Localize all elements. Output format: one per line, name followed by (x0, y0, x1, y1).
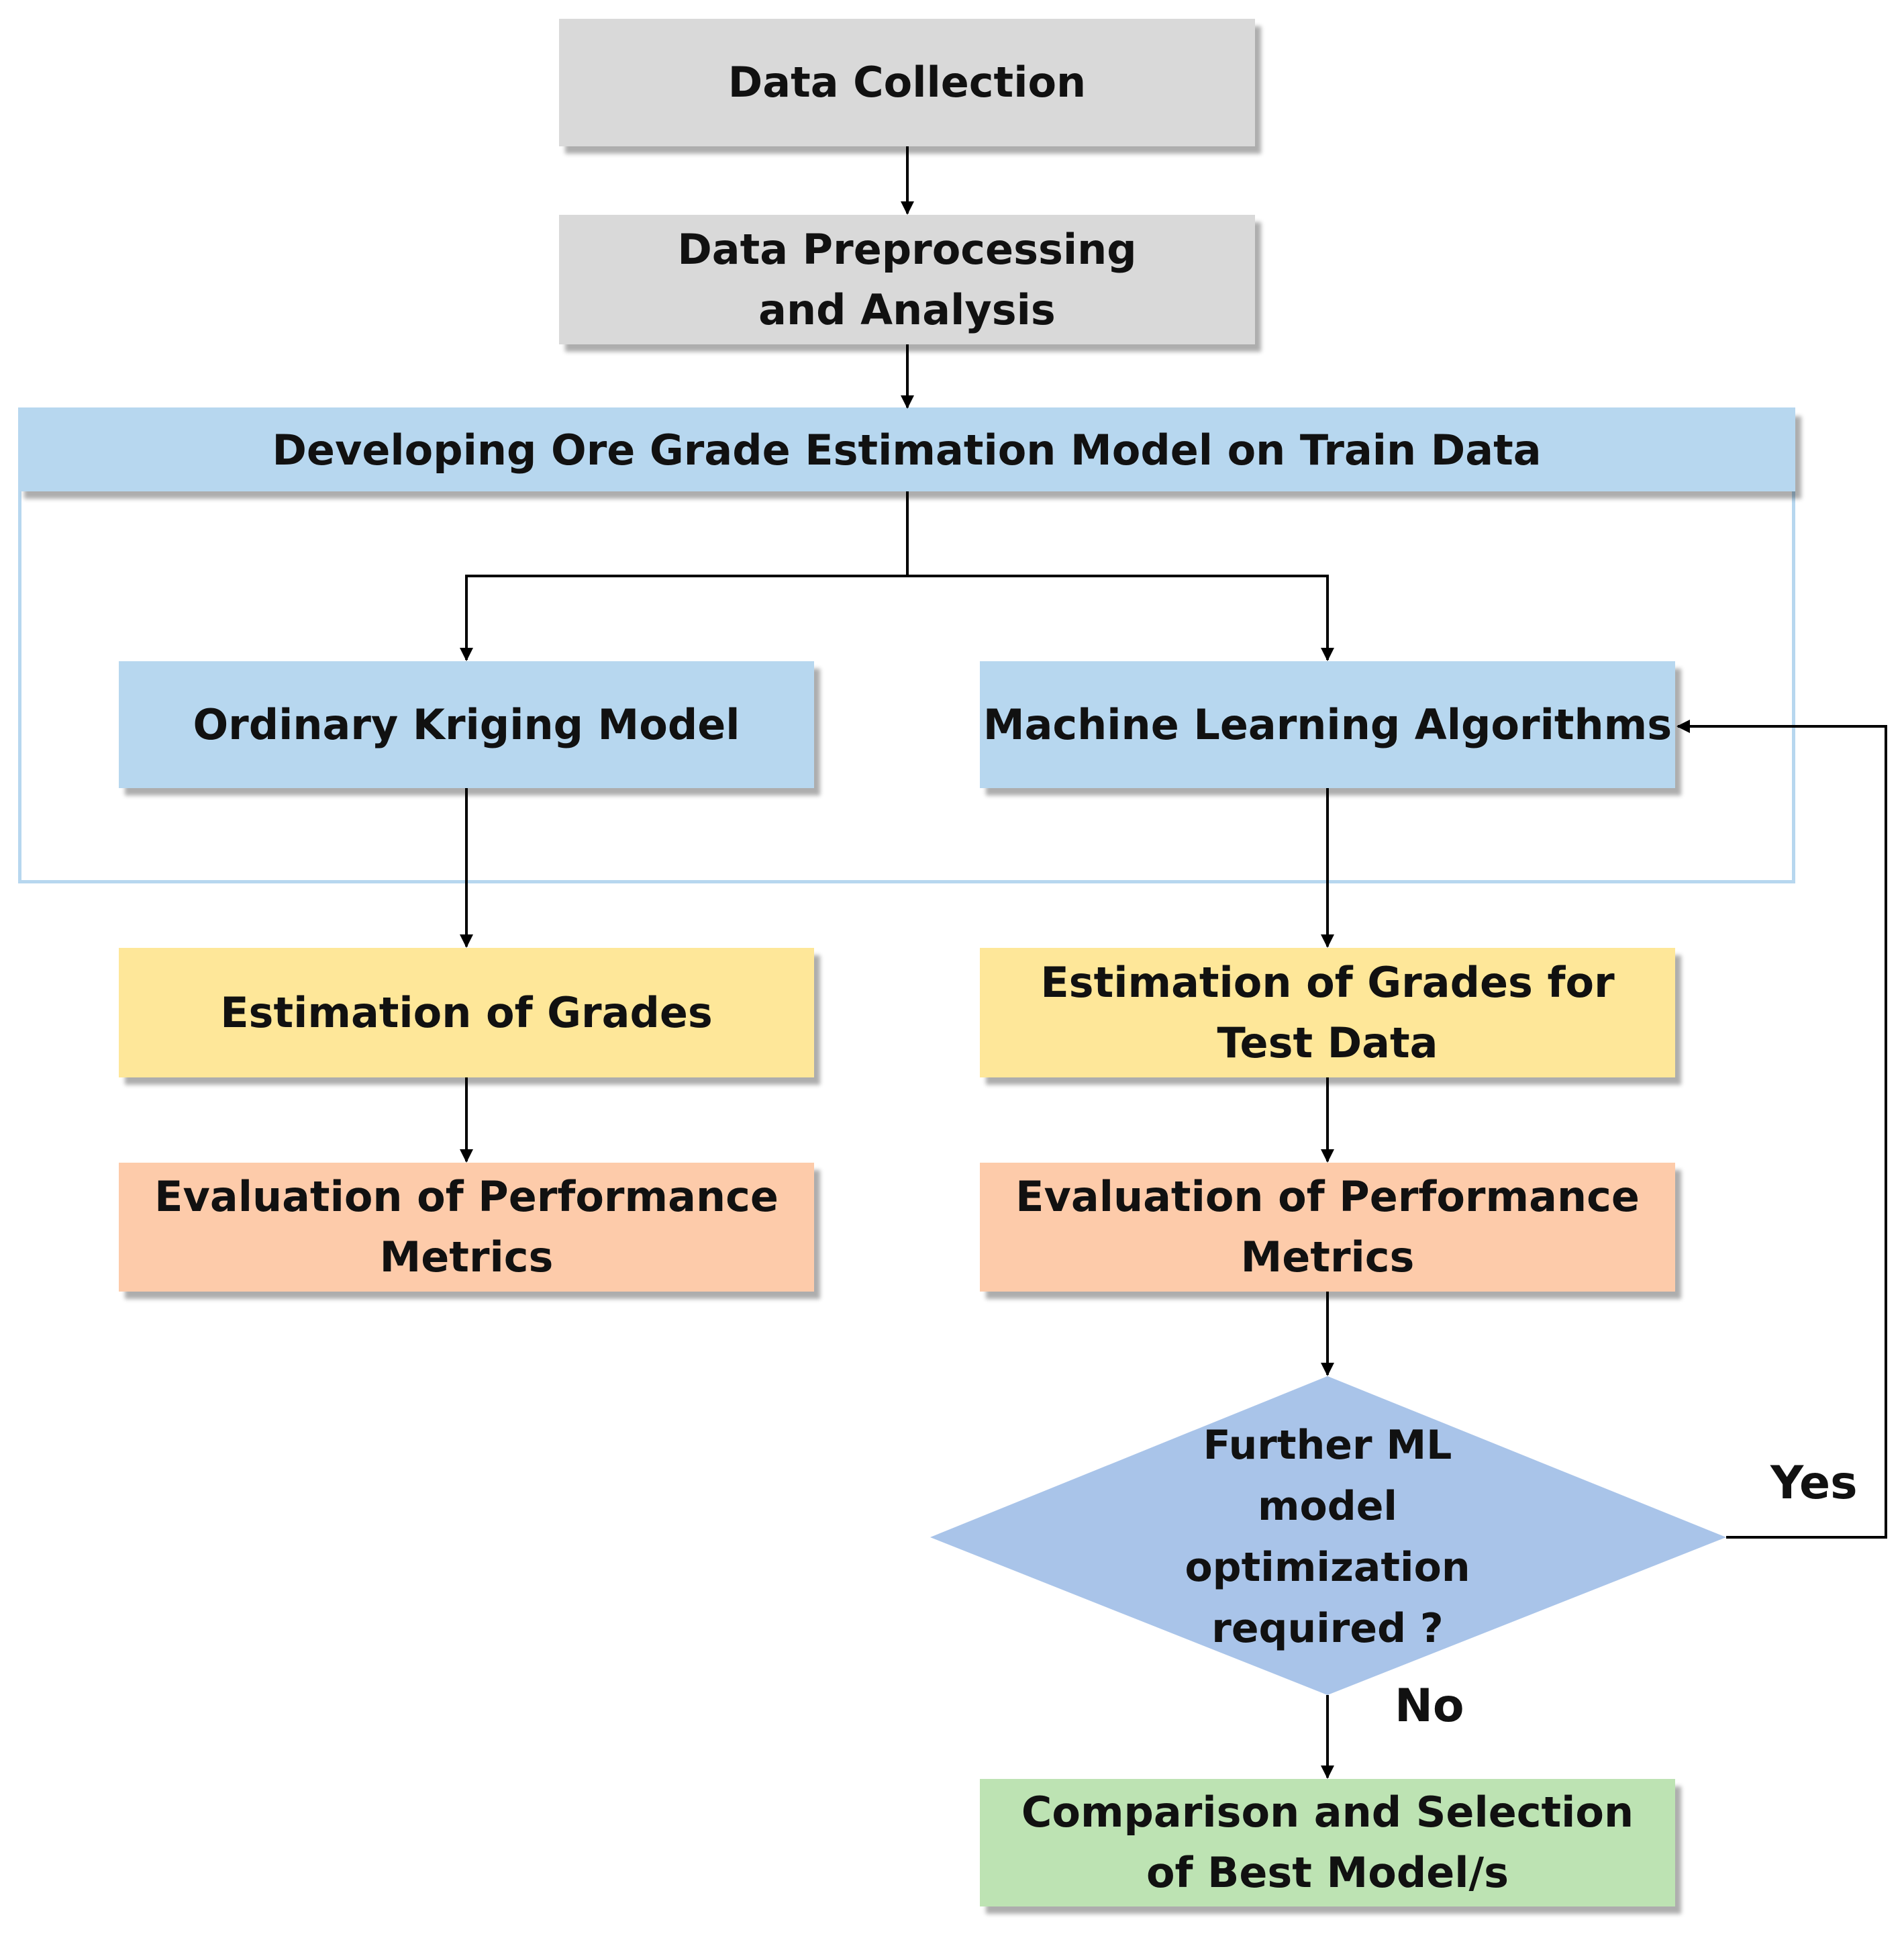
evaluation-left-box: Evaluation of Performance Metrics (119, 1163, 814, 1292)
evaluation-left-label: Evaluation of Performance Metrics (154, 1172, 779, 1282)
developing-model-box: Developing Ore Grade Estimation Model on… (18, 409, 1795, 491)
evaluation-right-label: Evaluation of Performance Metrics (1015, 1172, 1640, 1282)
data-collection-label: Data Collection (728, 58, 1087, 107)
ml-algorithms-box: Machine Learning Algorithms (980, 661, 1675, 788)
decision-diamond (930, 1376, 1726, 1695)
estimation-grades-test-box: Estimation of Grades for Test Data (980, 948, 1675, 1077)
yes-label: Yes (1770, 1457, 1858, 1510)
evaluation-right-box: Evaluation of Performance Metrics (980, 1163, 1675, 1292)
data-collection-box: Data Collection (559, 19, 1255, 146)
split-line-right (907, 575, 1334, 661)
decision-text: Further ML model optimization required ? (1168, 1410, 1487, 1665)
comparison-label: Comparison and Selection of Best Model/s (1021, 1788, 1634, 1897)
estimation-grades-label: Estimation of Grades (220, 987, 713, 1037)
split-line (460, 491, 909, 661)
estimation-grades-box: Estimation of Grades (119, 948, 814, 1077)
no-label: No (1395, 1680, 1464, 1733)
comparison-box: Comparison and Selection of Best Model/s (980, 1779, 1675, 1906)
preprocessing-box: Data Preprocessing and Analysis (559, 215, 1255, 344)
arrow-yes-loop (1676, 720, 1887, 1539)
estimation-grades-test-label: Estimation of Grades for Test Data (1040, 957, 1615, 1067)
developing-model-label: Developing Ore Grade Estimation Model on… (272, 425, 1542, 475)
ml-algorithms-label: Machine Learning Algorithms (983, 699, 1672, 749)
kriging-box: Ordinary Kriging Model (119, 661, 814, 788)
decision-label: Further ML model optimization required ? (1185, 1421, 1470, 1653)
kriging-label: Ordinary Kriging Model (193, 699, 740, 749)
preprocessing-label: Data Preprocessing and Analysis (677, 224, 1137, 334)
